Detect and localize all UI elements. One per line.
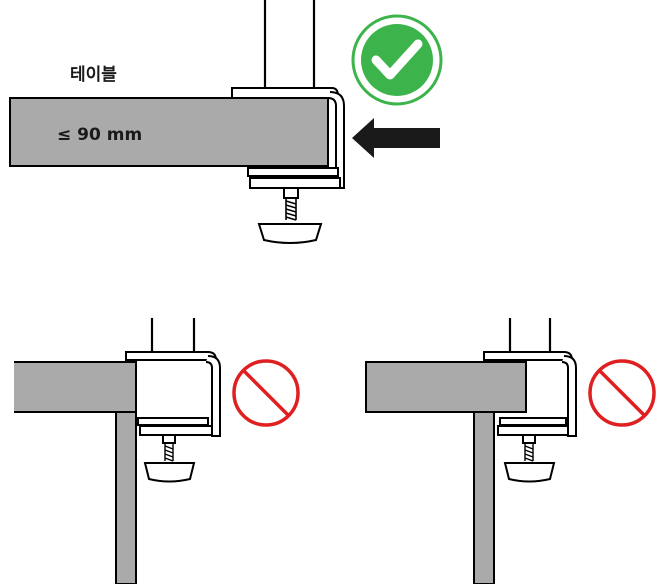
table-slab [365,361,527,413]
table-slab [9,97,329,167]
desk-clamp [231,87,345,199]
clamp-top-plate [483,351,574,361]
clamp-screw [164,443,174,462]
clamp-lower-plate [247,167,339,177]
table-slab [14,361,137,413]
clamp-screw [524,443,534,462]
prohibited-icon [588,359,656,427]
push-arrow-icon [352,118,440,158]
clamp-body [561,355,577,437]
correct-installation-panel: 테이블 ≤ 90 mm [9,0,443,244]
table-leg [473,411,495,584]
desk-clamp [483,351,577,444]
thickness-label: ≤ 90 mm [57,125,142,145]
check-circle-icon [351,14,443,106]
clamp-screw [285,198,297,221]
clamp-knob [503,462,556,483]
monitor-pole [263,0,316,92]
clamp-bottom-bar [249,177,341,189]
clamp-lower-plate [137,417,209,426]
table-label: 테이블 [70,65,117,85]
desk-clamp [125,351,221,444]
clamp-knob [257,223,323,244]
prohibited-icon [232,359,300,427]
clamp-screw-collar [283,187,299,199]
table-leg [115,411,137,584]
clamp-lower-plate [499,417,567,426]
clamp-body [205,355,221,437]
clamp-bottom-bar [497,425,569,436]
clamp-bottom-bar [139,425,213,436]
clamp-knob [143,462,196,483]
clamp-top-plate [125,351,218,361]
incorrect-installation-panel-2 [365,318,656,584]
clamp-screw-collar [162,434,176,444]
monitor-pole [508,318,552,352]
monitor-pole [150,318,196,352]
clamp-top-plate [231,87,339,99]
clamp-screw-collar [522,434,536,444]
incorrect-installation-panel-1 [14,318,300,584]
